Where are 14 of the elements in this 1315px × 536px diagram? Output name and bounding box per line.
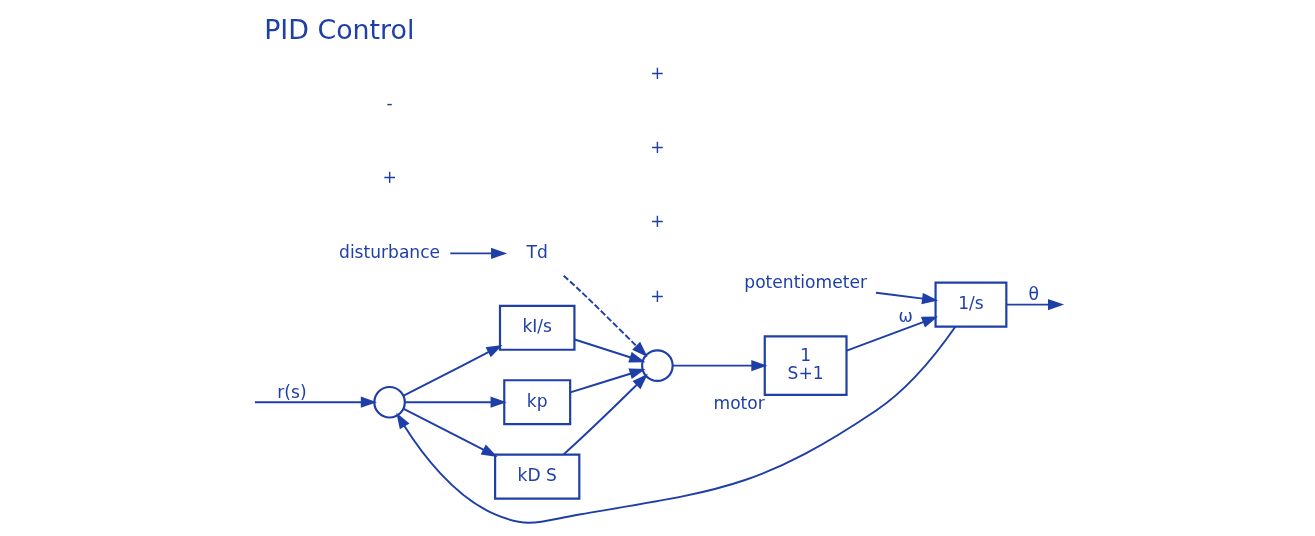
label: + (649, 136, 665, 157)
node-text: disturbance (338, 241, 440, 262)
node-label: motor (713, 392, 765, 413)
node-text: Td (526, 241, 548, 262)
label: - (385, 93, 393, 114)
diagram-title: PID Control (263, 14, 414, 46)
node-text: potentiometer (743, 272, 867, 293)
label: + (381, 167, 397, 188)
label: + (649, 62, 665, 83)
edge-label: θ (1028, 283, 1039, 304)
edge-label: r(s) (276, 381, 307, 402)
edge-label: ω (898, 305, 913, 326)
label: + (649, 285, 665, 306)
label: + (649, 211, 665, 232)
